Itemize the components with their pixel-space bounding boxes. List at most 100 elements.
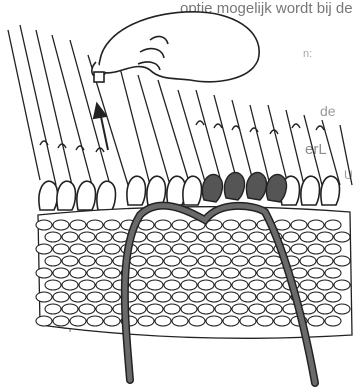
- knit-stitch: [79, 232, 95, 242]
- knit-stitch: [249, 232, 265, 242]
- knit-stitch: [232, 304, 248, 314]
- knit-stitch: [62, 232, 78, 242]
- knit-stitch: [62, 304, 78, 314]
- knit-stitch: [79, 280, 95, 290]
- knit-stitch: [147, 304, 163, 314]
- knit-stitch: [317, 232, 333, 242]
- knit-stitch: [283, 232, 299, 242]
- knit-stitch: [87, 292, 103, 302]
- knit-stitch: [130, 280, 146, 290]
- knit-stitch: [240, 292, 256, 302]
- knit-stitch: [223, 292, 239, 302]
- knit-stitch: [138, 244, 154, 254]
- knit-stitch: [96, 256, 112, 266]
- knit-stitch: [36, 268, 52, 278]
- knit-stitch: [147, 280, 163, 290]
- knit-stitch: [181, 280, 197, 290]
- knit-stitch: [317, 304, 333, 314]
- knit-stitch: [45, 256, 61, 266]
- knit-stitch: [155, 268, 171, 278]
- knit-stitch: [70, 316, 86, 326]
- knit-stitch: [104, 268, 120, 278]
- knit-stitch: [334, 304, 350, 314]
- knit-stitch: [232, 280, 248, 290]
- knit-stitch: [198, 304, 214, 314]
- knit-stitch: [53, 316, 69, 326]
- knit-stitch: [198, 280, 214, 290]
- knit-stitch: [87, 268, 103, 278]
- knit-stitch: [189, 268, 205, 278]
- knit-stitch: [206, 316, 222, 326]
- knit-stitch: [325, 220, 341, 230]
- knit-stitch: [257, 244, 273, 254]
- knit-stitch: [257, 268, 273, 278]
- knit-stitch: [198, 256, 214, 266]
- knit-stitch: [172, 220, 188, 230]
- knit-stitch: [79, 304, 95, 314]
- knit-stitch: [308, 220, 324, 230]
- knit-stitch: [104, 220, 120, 230]
- needle-hooks: [40, 121, 324, 152]
- knit-stitch: [53, 244, 69, 254]
- knit-stitch: [308, 244, 324, 254]
- hand-icon: [92, 12, 259, 82]
- knit-stitch: [325, 292, 341, 302]
- knit-stitch: [334, 232, 350, 242]
- knit-stitch: [181, 256, 197, 266]
- knit-stitch: [291, 220, 307, 230]
- knit-stitch: [87, 316, 103, 326]
- knit-stitch: [96, 304, 112, 314]
- knit-stitch: [198, 232, 214, 242]
- knit-stitch: [138, 292, 154, 302]
- knit-stitch: [138, 316, 154, 326]
- knit-stitch: [45, 232, 61, 242]
- knit-stitch: [130, 304, 146, 314]
- knit-stitch: [232, 232, 248, 242]
- knit-stitch: [53, 220, 69, 230]
- knit-stitch: [206, 244, 222, 254]
- knit-stitch: [138, 268, 154, 278]
- knit-stitch: [223, 244, 239, 254]
- knit-stitch: [36, 220, 52, 230]
- knit-stitch: [223, 220, 239, 230]
- knit-stitch: [70, 244, 86, 254]
- knit-stitch: [308, 292, 324, 302]
- knit-stitch: [300, 256, 316, 266]
- contrast-stitches: [202, 172, 286, 202]
- knit-stitch: [223, 316, 239, 326]
- knit-stitch: [291, 244, 307, 254]
- knit-stitch: [104, 244, 120, 254]
- knit-stitch: [215, 232, 231, 242]
- knit-stitch: [164, 304, 180, 314]
- knit-stitch: [45, 304, 61, 314]
- knit-stitch: [181, 304, 197, 314]
- knit-stitch: [240, 316, 256, 326]
- knit-stitch: [36, 316, 52, 326]
- knit-stitch: [164, 232, 180, 242]
- knit-stitch: [274, 316, 290, 326]
- knit-stitch: [240, 268, 256, 278]
- knit-stitch: [70, 268, 86, 278]
- knit-stitch: [325, 244, 341, 254]
- knit-stitch: [96, 280, 112, 290]
- knit-stitch: [155, 316, 171, 326]
- knit-stitch: [164, 280, 180, 290]
- knit-stitch: [308, 268, 324, 278]
- knit-stitch: [317, 256, 333, 266]
- knit-stitch: [172, 316, 188, 326]
- knit-stitch: [96, 232, 112, 242]
- knit-stitch: [223, 268, 239, 278]
- knit-stitch: [249, 280, 265, 290]
- knit-stitch: [36, 244, 52, 254]
- knit-stitch: [215, 304, 231, 314]
- knit-stitch: [147, 256, 163, 266]
- knit-stitch: [87, 244, 103, 254]
- knit-stitch: [308, 316, 324, 326]
- knit-stitch: [164, 256, 180, 266]
- knit-stitch: [274, 292, 290, 302]
- knit-stitch: [181, 232, 197, 242]
- knit-stitch: [300, 232, 316, 242]
- knit-stitch: [215, 280, 231, 290]
- knit-stitch: [189, 292, 205, 302]
